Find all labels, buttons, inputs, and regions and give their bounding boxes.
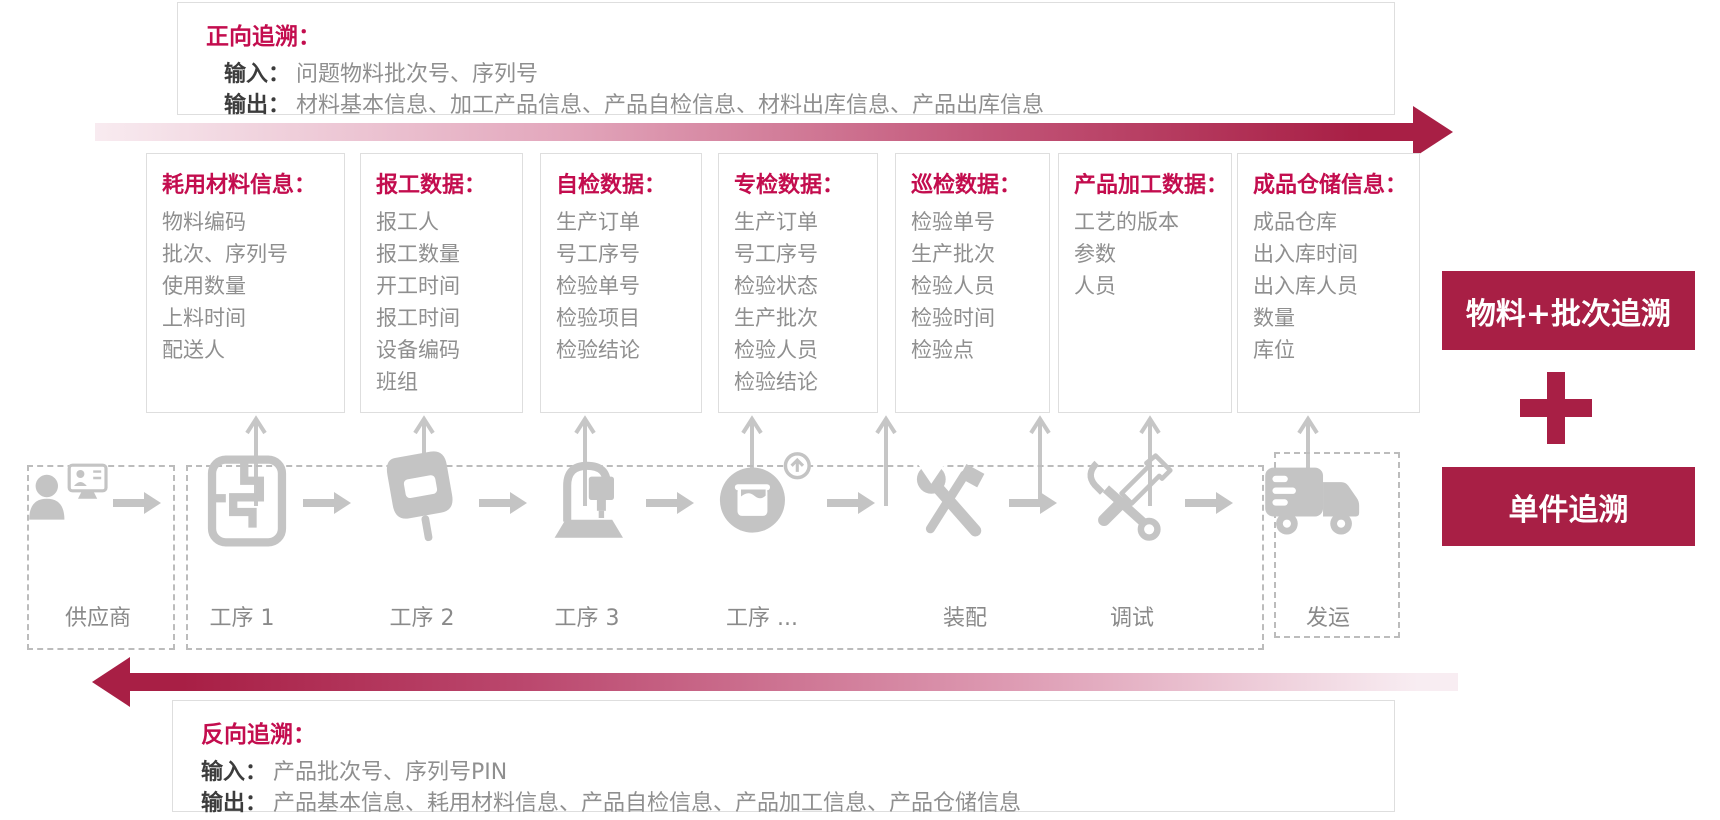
person-id-card-icon bbox=[29, 463, 108, 520]
backward-trace-title: 反向追溯： bbox=[201, 722, 316, 748]
tuning-tools-icon bbox=[1087, 453, 1173, 541]
output-value: 材料基本信息、加工产品信息、产品自检信息、材料出库信息、产品出库信息 bbox=[296, 93, 1045, 118]
unit-trace-badge: 单件追溯 bbox=[1442, 467, 1695, 546]
plus-icon bbox=[1520, 372, 1592, 444]
paint-bucket-upload-icon bbox=[719, 452, 811, 533]
output-value: 产品基本信息、耗用材料信息、产品自检信息、产品加工信息、产品仓储信息 bbox=[273, 791, 1022, 816]
flow-arrow-icon bbox=[1185, 492, 1233, 514]
up-arrow-icon bbox=[875, 415, 897, 506]
shipping-lane bbox=[1274, 452, 1400, 638]
column-patrol-inspection: 巡检数据： 检验单号 生产批次 检验人员 检验时间 检验点 bbox=[895, 153, 1050, 413]
column-processing-data: 产品加工数据： 工艺的版本 参数 人员 bbox=[1058, 153, 1232, 413]
production-lane bbox=[186, 465, 1264, 650]
input-value: 产品批次号、序列号PIN bbox=[273, 760, 508, 785]
wrench-screwdriver-icon bbox=[914, 458, 985, 537]
forward-trace-input: 输入：问题物料批次号、序列号 bbox=[224, 59, 1394, 90]
backward-trace-box: 反向追溯： 输入：产品批次号、序列号PIN 输出：产品基本信息、耗用材料信息、产… bbox=[172, 700, 1395, 816]
step-label: 装配 bbox=[942, 606, 987, 631]
backward-trace-input: 输入：产品批次号、序列号PIN bbox=[201, 757, 1394, 788]
column-work-report: 报工数据： 报工人 报工数量 开工时间 报工时间 设备编码 班组 bbox=[360, 153, 523, 413]
cnc-machine-icon bbox=[554, 461, 623, 538]
step-label: 工序 ... bbox=[726, 606, 798, 631]
step-label: 工序 2 bbox=[389, 606, 455, 631]
batch-trace-badge: 物料+批次追溯 bbox=[1442, 271, 1695, 350]
backward-arrowhead bbox=[92, 657, 130, 707]
column-self-inspection: 自检数据： 生产订单 号工序号 检验单号 检验项目 检验结论 bbox=[540, 153, 702, 413]
flow-arrow-icon bbox=[303, 492, 351, 514]
forward-arrow-bar bbox=[95, 123, 1413, 141]
backward-arrow-bar bbox=[130, 673, 1458, 691]
column-warehouse-info: 成品仓储信息： 成品仓库 出入库时间 出入库人员 数量 库位 bbox=[1237, 153, 1420, 413]
welding-mask-icon bbox=[386, 451, 453, 542]
maze-part-icon bbox=[207, 455, 287, 547]
step-label: 工序 1 bbox=[209, 606, 275, 631]
forward-arrowhead bbox=[1413, 106, 1453, 158]
forward-trace-title: 正向追溯： bbox=[206, 24, 321, 50]
input-label: 输入： bbox=[201, 760, 268, 785]
step-label: 工序 3 bbox=[554, 606, 620, 631]
input-value: 问题物料批次号、序列号 bbox=[296, 62, 539, 87]
forward-trace-box: 正向追溯： 输入：问题物料批次号、序列号 输出：材料基本信息、加工产品信息、产品… bbox=[177, 2, 1395, 118]
input-label: 输入： bbox=[224, 62, 291, 87]
step-label: 调试 bbox=[1109, 606, 1154, 631]
flow-arrow-icon bbox=[646, 492, 694, 514]
column-material-consumption: 耗用材料信息： 物料编码 批次、序列号 使用数量 上料时间 配送人 bbox=[146, 153, 345, 413]
backward-trace-output: 输出：产品基本信息、耗用材料信息、产品自检信息、产品加工信息、产品仓储信息 bbox=[201, 788, 1394, 819]
output-label: 输出： bbox=[224, 93, 291, 118]
output-label: 输出： bbox=[201, 791, 268, 816]
delivery-truck-icon bbox=[1265, 467, 1360, 535]
forward-trace-output: 输出：材料基本信息、加工产品信息、产品自检信息、材料出库信息、产品出库信息 bbox=[224, 90, 1394, 121]
flow-arrow-icon bbox=[1009, 492, 1057, 514]
flow-arrow-icon bbox=[113, 492, 161, 514]
supplier-label: 供应商 bbox=[64, 606, 131, 631]
flow-arrow-icon bbox=[479, 492, 527, 514]
step-label: 发运 bbox=[1305, 606, 1350, 631]
column-special-inspection: 专检数据： 生产订单 号工序号 检验状态 生产批次 检验人员 检验结论 bbox=[718, 153, 878, 413]
flow-arrow-icon bbox=[827, 492, 875, 514]
